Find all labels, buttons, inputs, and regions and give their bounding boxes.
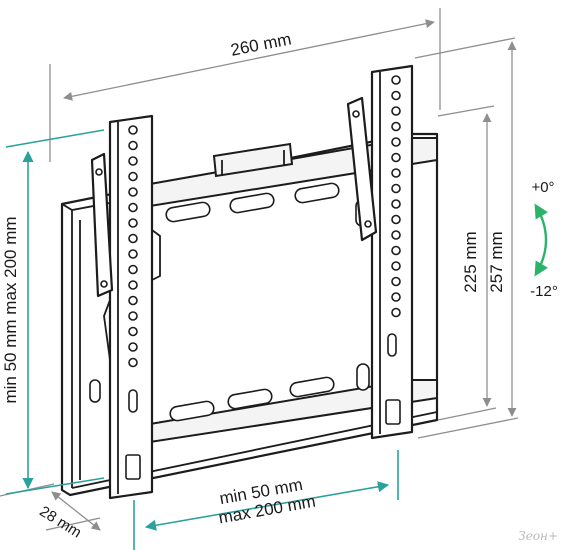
bracket-hole xyxy=(391,152,401,163)
dimension-lines xyxy=(0,8,519,531)
bracket-hole xyxy=(128,156,138,166)
bracket-hole xyxy=(391,245,401,256)
height-inner-label: 225 mm xyxy=(461,231,480,292)
vesa-vertical-label: min 50 mm max 200 mm xyxy=(1,216,20,403)
bracket-hole xyxy=(128,125,138,135)
watermark: Зеон+ xyxy=(518,529,558,543)
bracket-hole xyxy=(128,264,138,275)
bracket-hole xyxy=(391,261,401,271)
vesa-dimensions xyxy=(5,129,399,550)
bracket-hole xyxy=(128,342,138,352)
bracket-hole xyxy=(128,295,138,306)
bracket-hole xyxy=(391,137,401,147)
bracket-hole xyxy=(391,230,401,240)
bracket-hole xyxy=(128,202,138,213)
bracket-hole xyxy=(391,199,401,209)
wall-plate xyxy=(60,132,439,497)
bracket-hole xyxy=(128,140,138,151)
depth-label: 28 mm xyxy=(36,503,84,542)
tilt-up-label: +0° xyxy=(531,179,554,196)
bracket-hole xyxy=(128,171,138,182)
left-bracket xyxy=(90,114,161,500)
bracket-hole xyxy=(391,183,401,194)
bracket-hole xyxy=(128,233,138,244)
bracket-hole xyxy=(128,280,138,290)
bracket-hole xyxy=(391,214,401,225)
bracket-hole xyxy=(128,311,138,321)
bracket-hole xyxy=(391,307,401,318)
height-outer-label: 257 mm xyxy=(487,231,506,292)
width-label: 260 mm xyxy=(229,29,293,59)
tilt-arrow-icon xyxy=(534,203,549,277)
bracket-hole xyxy=(391,292,401,302)
bracket-hole xyxy=(128,249,138,259)
bracket-hole xyxy=(391,121,401,132)
bracket-hole xyxy=(391,90,401,101)
bracket-hole xyxy=(391,106,401,116)
bracket-hole xyxy=(128,357,138,368)
bracket-hole xyxy=(128,218,138,228)
bracket-hole xyxy=(391,75,401,85)
bracket-hole xyxy=(128,187,138,197)
bracket-hole xyxy=(391,168,401,178)
bracket-hole xyxy=(128,326,138,337)
tilt-down-label: -12° xyxy=(530,283,558,300)
bracket-hole xyxy=(391,276,401,287)
